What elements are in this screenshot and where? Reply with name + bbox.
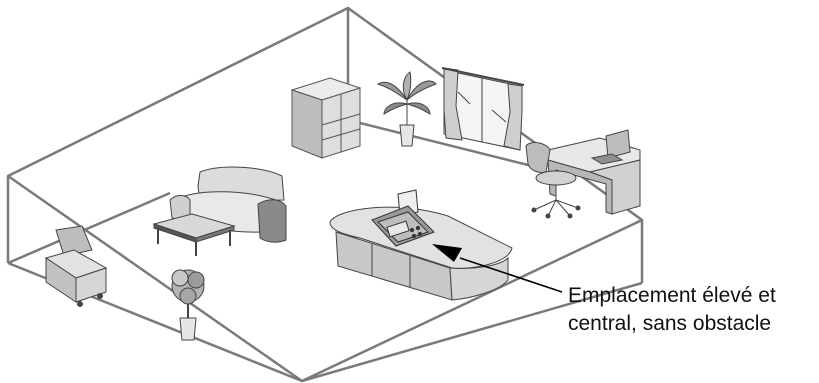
potted-palm [378, 72, 436, 146]
cabinet [292, 78, 360, 158]
caption-line-2: central, sans obstacle [568, 310, 818, 338]
window-curtains [442, 68, 524, 150]
placement-caption: Emplacement élevé et central, sans obsta… [568, 282, 818, 338]
caption-line-1: Emplacement élevé et [568, 282, 818, 310]
room-outline [8, 8, 642, 381]
